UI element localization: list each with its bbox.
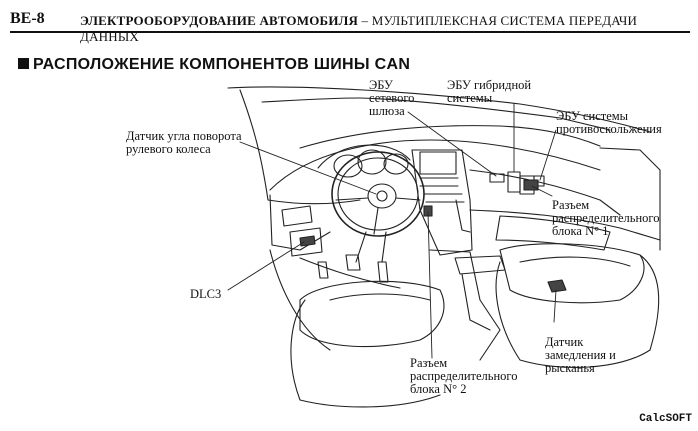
leader-junction-2 xyxy=(427,211,433,359)
windshield-bottom xyxy=(299,125,601,149)
label-decel-yaw-sensor: Датчик замедления и рысканья xyxy=(545,335,616,375)
gauge-center xyxy=(357,149,387,175)
passenger-dash xyxy=(469,209,661,241)
passenger-seat-back xyxy=(495,261,651,368)
center-console xyxy=(429,249,501,361)
right-door-panel xyxy=(599,147,661,251)
section-title: РАСПОЛОЖЕНИЕ КОМПОНЕНТОВ ШИНЫ CAN xyxy=(18,56,410,74)
steering-sensor-icon xyxy=(376,190,388,202)
page-header: BE-8 ЭЛЕКТРООБОРУДОВАНИЕ АВТОМОБИЛЯ – МУ… xyxy=(10,6,690,44)
right-seat-side xyxy=(639,254,660,351)
driver-seat-back xyxy=(290,299,441,408)
header-rule xyxy=(10,31,690,33)
lower-left-panel xyxy=(289,227,323,257)
center-vents xyxy=(419,177,459,187)
pedal-left xyxy=(317,261,329,279)
gateway-ecu-icon xyxy=(489,173,505,183)
label-steering-sensor: Датчик угла поворота рулевого колеса xyxy=(126,129,242,156)
dlc3-connector-icon xyxy=(299,235,316,247)
steering-spoke-bottom xyxy=(373,207,379,235)
a-pillar-outer xyxy=(239,89,269,201)
hybrid-ecu-icon xyxy=(507,171,521,193)
pedal-middle xyxy=(345,254,361,271)
label-gateway-ecu: ЭБУ сетевого шлюза xyxy=(369,78,415,118)
roof-edge xyxy=(227,86,651,133)
dashboard-front xyxy=(267,199,361,205)
label-dlc3: DLC3 xyxy=(190,287,222,301)
driver-seat-detail xyxy=(329,293,431,301)
left-door-sill xyxy=(269,249,331,351)
steering-spoke-left xyxy=(335,197,369,201)
center-controls xyxy=(423,193,465,203)
a-pillar-left xyxy=(261,97,361,103)
header-title: ЭЛЕКТРООБОРУДОВАНИЕ АВТОМОБИЛЯ – МУЛЬТИП… xyxy=(80,13,690,45)
driver-seat-cushion xyxy=(299,280,445,348)
pedal-right xyxy=(377,261,389,283)
gauge-left xyxy=(333,154,363,178)
leader-steering xyxy=(239,141,377,195)
leader-dlc3 xyxy=(227,241,305,291)
junction-block-1-icon xyxy=(523,179,539,191)
leader-skid xyxy=(539,129,557,181)
center-stack xyxy=(411,149,473,256)
label-junction-block-2: Разъем распределительного блока N° 2 xyxy=(410,356,518,396)
gauge-right xyxy=(383,153,409,175)
label-hybrid-ecu: ЭБУ гибридной системы xyxy=(447,78,532,105)
center-display xyxy=(419,151,457,175)
leader-lines xyxy=(227,103,557,359)
dashboard-top xyxy=(269,139,601,191)
passenger-seat-cushion xyxy=(499,243,645,304)
shifter xyxy=(455,199,471,233)
floor-left xyxy=(299,257,401,289)
passenger-seat-detail xyxy=(519,256,631,267)
header-title-bold: ЭЛЕКТРООБОРУДОВАНИЕ АВТОМОБИЛЯ xyxy=(80,13,359,28)
left-vent xyxy=(281,205,313,227)
section-marker-icon xyxy=(18,58,29,69)
steering-column xyxy=(355,231,387,263)
steering-hub xyxy=(367,183,397,209)
decel-yaw-sensor-icon xyxy=(547,279,567,293)
windshield-top xyxy=(359,97,611,131)
console-body xyxy=(461,273,491,331)
section-title-text: РАСПОЛОЖЕНИЕ КОМПОНЕНТОВ ШИНЫ CAN xyxy=(33,56,411,73)
leader-decel-yaw xyxy=(553,289,557,323)
header-title-separator: – xyxy=(358,13,372,28)
label-junction-block-1: Разъем распределительного блока N° 1 xyxy=(552,198,660,238)
glovebox xyxy=(495,215,611,251)
steering-spoke-right xyxy=(395,197,421,201)
page-number: BE-8 xyxy=(10,10,45,27)
instrument-hood xyxy=(317,144,411,169)
leader-gateway xyxy=(407,111,497,177)
watermark: CalcSOFT xyxy=(639,413,692,425)
console-armrest xyxy=(454,255,506,275)
leader-junction-1 xyxy=(531,185,553,197)
label-skid-ecu: ЭБУ системы противоскольжения xyxy=(556,109,662,136)
